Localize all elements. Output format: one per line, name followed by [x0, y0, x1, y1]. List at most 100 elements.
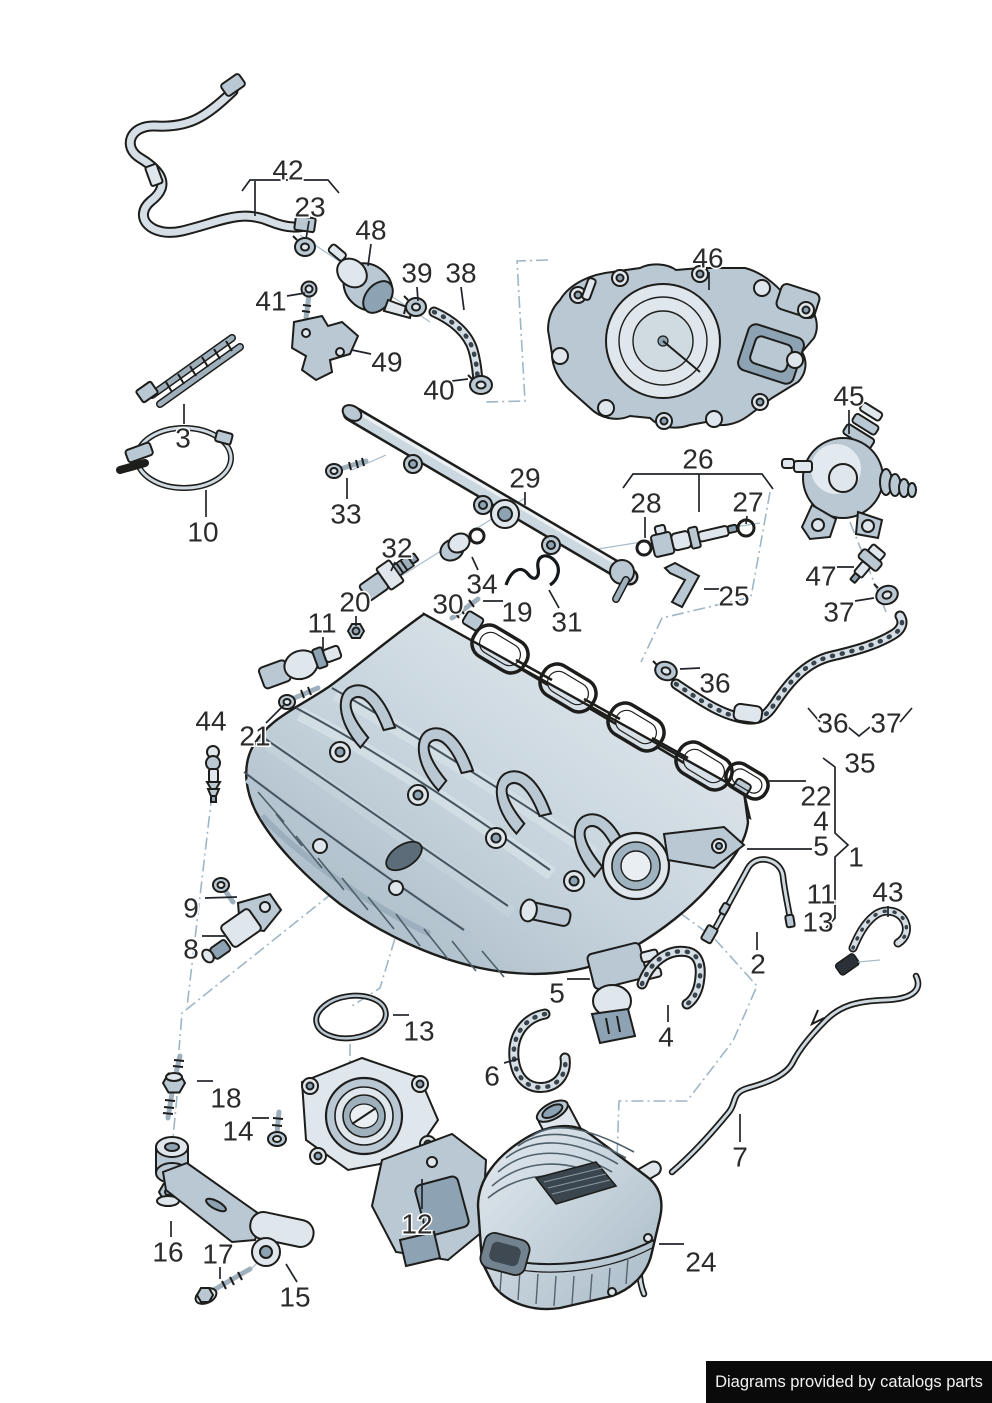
nut-20 [346, 623, 366, 639]
sensor-11 [257, 644, 343, 690]
part-label-39: 39 [401, 258, 432, 289]
purge-valve-48 [327, 243, 414, 320]
part-label-48: 48 [355, 215, 386, 246]
injector-26 [650, 523, 739, 558]
screw-33 [325, 457, 369, 479]
part-label-20: 20 [339, 587, 370, 618]
clamp-39 [403, 295, 427, 317]
part-label-12: 12 [401, 1209, 432, 1240]
part-label-49: 49 [371, 347, 402, 378]
bolt-14 [267, 1109, 287, 1147]
cover-plate-46 [546, 263, 821, 430]
part-label-19: 19 [501, 597, 532, 628]
retaining-wire-31 [504, 554, 560, 587]
group-bracket [899, 707, 913, 723]
clamp-36 [652, 660, 678, 682]
part-label-8: 8 [183, 934, 199, 965]
part-label-42: 42 [272, 155, 303, 186]
part-label-4: 4 [658, 1022, 674, 1053]
footer-bar: Diagrams provided by catalogs parts [706, 1361, 992, 1403]
leader-line-37 [854, 597, 875, 602]
part-label-27: 27 [732, 487, 763, 518]
part-label-4: 4 [813, 806, 829, 837]
hose-4 [636, 945, 706, 1010]
part-label-31: 31 [551, 607, 582, 638]
part-label-43: 43 [872, 877, 903, 908]
part-label-46: 46 [692, 243, 723, 274]
leader-line-6 [503, 1058, 519, 1064]
part-label-41: 41 [255, 286, 286, 317]
part-label-13: 13 [403, 1016, 434, 1047]
hose-clamp-10 [116, 425, 234, 491]
leader-line-23 [305, 220, 310, 240]
part-label-33: 33 [330, 499, 361, 530]
o-ring-28 [635, 539, 653, 557]
leader-line-9 [204, 896, 238, 899]
group-bracket [622, 473, 774, 490]
gasket-19 [461, 610, 752, 797]
leader-line-32 [390, 561, 396, 572]
part-label-6: 6 [484, 1061, 500, 1092]
ribbed-strip-3 [135, 334, 244, 408]
footer-text: Diagrams provided by catalogs parts [715, 1372, 983, 1391]
leader-line-21 [265, 704, 285, 724]
part-label-5: 5 [549, 978, 565, 1009]
leader-line-34 [471, 556, 479, 571]
group-bracket [807, 707, 821, 723]
high-pressure-pump-45 [781, 401, 917, 541]
part-label-22: 22 [800, 781, 831, 812]
leader-line-31 [548, 589, 560, 609]
o-ring-13 [313, 992, 389, 1042]
bushing-34 [439, 527, 486, 562]
hose-6 [508, 1008, 571, 1093]
leader-line-27 [745, 515, 748, 525]
leader-line-15 [285, 1263, 298, 1283]
part-label-37: 37 [870, 708, 901, 739]
clamp-23 [292, 235, 316, 257]
part-label-37: 37 [823, 597, 854, 628]
screw-9 [212, 877, 236, 905]
part-label-15: 15 [279, 1282, 310, 1313]
part-label-7: 7 [732, 1142, 748, 1173]
part-label-44: 44 [195, 706, 226, 737]
part-label-11: 11 [806, 879, 835, 910]
part-label-17: 17 [202, 1239, 233, 1270]
part-label-1: 1 [848, 842, 864, 873]
part-label-10: 10 [187, 517, 218, 548]
part-label-32: 32 [381, 533, 412, 564]
sensor-32 [358, 552, 420, 602]
fitting-44 [205, 745, 222, 803]
screw-21 [278, 685, 321, 710]
part-label-36: 36 [817, 708, 848, 739]
part-label-14: 14 [222, 1116, 253, 1147]
leader-line-39 [416, 286, 419, 302]
clamp-37 [873, 583, 899, 606]
part-label-47: 47 [805, 561, 836, 592]
part-label-35: 35 [844, 748, 875, 779]
group-bracket [241, 179, 340, 194]
sensor-8 [201, 892, 283, 964]
leader-line-49 [351, 349, 372, 355]
leader-line-36 [679, 667, 701, 670]
part-label-24: 24 [685, 1247, 716, 1278]
hose-2 [700, 856, 796, 945]
stud-30 [449, 596, 481, 621]
part-label-5: 5 [813, 831, 829, 862]
part-label-2: 2 [750, 949, 766, 980]
bolt-17 [194, 1266, 253, 1305]
part-label-30: 30 [432, 589, 463, 620]
part-label-23: 23 [294, 192, 325, 223]
elbow-hose-38 [428, 306, 484, 387]
fitting-47 [849, 543, 886, 584]
part-label-3: 3 [175, 423, 191, 454]
part-label-36: 36 [699, 668, 730, 699]
clamp-40 [467, 374, 493, 395]
gasket-22 [724, 761, 770, 801]
leader-line-48 [367, 243, 372, 267]
part-label-38: 38 [445, 258, 476, 289]
part-label-21: 21 [239, 721, 270, 752]
part-label-11: 11 [307, 608, 336, 639]
